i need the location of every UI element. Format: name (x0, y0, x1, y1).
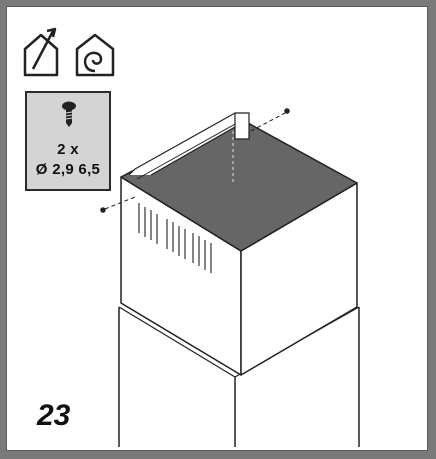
house-with-exhaust-arrow-icon (23, 27, 59, 77)
screw-right (250, 108, 290, 132)
screw-icon (62, 101, 76, 127)
instruction-panel: 2 x Ø 2,9 6,5 23 (6, 6, 428, 451)
vent-slots (138, 203, 212, 273)
hood-chimney-drawing (100, 108, 360, 447)
lower-chimney-section (118, 307, 360, 447)
screw-quantity: 2 x (57, 141, 79, 158)
house-with-recirculation-spiral-icon (75, 33, 115, 77)
screw-spec-box: 2 x Ø 2,9 6,5 (25, 91, 111, 191)
screw-left (100, 196, 136, 213)
screw-dimension: Ø 2,9 6,5 (35, 161, 101, 178)
step-number: 23 (37, 399, 71, 432)
